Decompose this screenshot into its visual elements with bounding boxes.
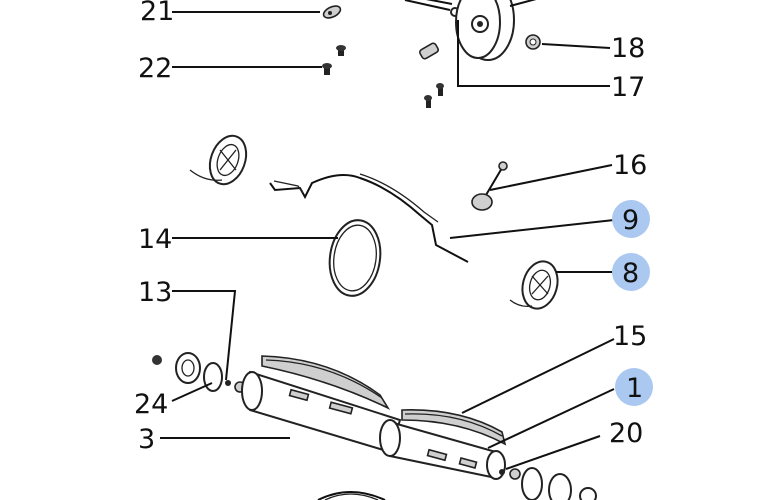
- callout-16[interactable]: 16: [613, 150, 647, 181]
- small-wheel-right: [509, 260, 559, 310]
- callout-9[interactable]: 9: [622, 205, 639, 236]
- roller-tube-part-3: [241, 370, 506, 480]
- callout-24[interactable]: 24: [134, 389, 168, 420]
- callout-17[interactable]: 17: [611, 72, 645, 103]
- screws-part-22: [322, 45, 346, 75]
- handle-wire-part-9: [269, 173, 469, 263]
- hub-parts-right: [499, 467, 597, 500]
- highlight-bubble-8: [612, 253, 650, 291]
- callout-14[interactable]: 14: [138, 224, 172, 255]
- pin-part: [419, 42, 444, 108]
- bottom-arc: [317, 491, 386, 500]
- callout-18[interactable]: 18: [611, 33, 645, 64]
- callout-13[interactable]: 13: [138, 277, 172, 308]
- leader-lines: [160, 11, 615, 470]
- callout-1[interactable]: 1: [626, 373, 643, 404]
- hub-parts-left: [152, 352, 246, 393]
- axle-rod: [404, 0, 460, 17]
- nut-part-18: [525, 34, 541, 50]
- callout-3[interactable]: 3: [138, 424, 155, 455]
- callout-22[interactable]: 22: [138, 53, 172, 84]
- callout-15[interactable]: 15: [613, 321, 647, 352]
- top-wheel: [455, 0, 537, 61]
- pin-part-16: [471, 161, 508, 211]
- reel-blades-part-15: [261, 355, 507, 446]
- callout-21[interactable]: 21: [140, 0, 174, 27]
- highlight-bubble-1: [615, 368, 653, 406]
- small-wheel-left: [189, 134, 248, 186]
- bolt-part-21: [322, 5, 342, 19]
- ring-part-14: [328, 219, 382, 297]
- highlight-bubble-9: [612, 200, 650, 238]
- callout-20[interactable]: 20: [609, 418, 643, 449]
- callout-8[interactable]: 8: [622, 258, 639, 289]
